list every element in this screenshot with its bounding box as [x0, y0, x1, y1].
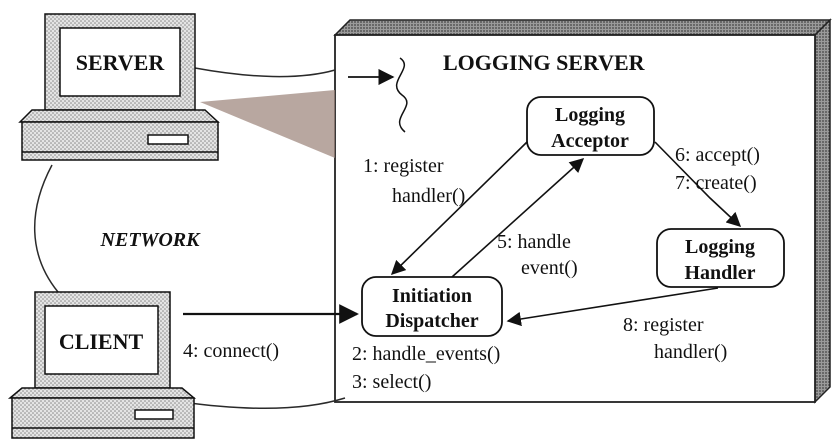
- server-client-link: [34, 164, 59, 293]
- step-1-line-2: handler(): [392, 185, 465, 207]
- box-side-shade: [814, 18, 831, 404]
- handler-box: [656, 228, 785, 288]
- server-screen: [59, 27, 181, 97]
- initiation-dispatcher: Initiation Dispatcher: [361, 276, 503, 337]
- network-label: NETWORK: [100, 229, 202, 251]
- arrow-register-handler-1: [390, 141, 528, 276]
- arrow-register-handler-8: [506, 287, 719, 327]
- step-6: 6: accept(): [675, 144, 760, 166]
- dispatcher-line-1: Initiation: [392, 285, 472, 307]
- step-5-line-2: event(): [521, 257, 578, 279]
- server-computer: [18, 13, 220, 161]
- logging-handler: Logging Handler: [656, 228, 785, 288]
- step-8-line-1: 8: register: [623, 314, 704, 336]
- handler-line-1: Logging: [685, 236, 755, 258]
- acceptor-line-1: Logging: [555, 104, 625, 126]
- client-computer: [7, 291, 197, 439]
- network-links: [34, 67, 346, 410]
- step-1-line-1: 1: register: [363, 155, 444, 177]
- box-top-shade: [333, 19, 832, 36]
- step-7: 7: create(): [675, 172, 757, 194]
- server-top-link: [194, 67, 336, 78]
- step-5-line-1: 5: handle: [497, 231, 571, 253]
- handler-line-2: Handler: [684, 262, 755, 284]
- step-4: 4: connect(): [183, 340, 279, 362]
- logging-acceptor: Logging Acceptor: [526, 96, 655, 156]
- logging-server-title: LOGGING SERVER: [443, 50, 646, 75]
- step-8-line-2: handler(): [654, 341, 727, 363]
- client-base-top: [7, 387, 197, 399]
- server-drive-slot: [147, 134, 189, 145]
- step-2: 2: handle_events(): [352, 343, 500, 365]
- client-bottom-link: [181, 397, 346, 410]
- acceptor-box: [526, 96, 655, 156]
- dispatcher-box: [361, 276, 503, 337]
- arrow-handle-event-5: [451, 158, 585, 278]
- dispatcher-line-2: Dispatcher: [385, 310, 478, 332]
- interaction-arrows: [183, 141, 742, 327]
- server-label: SERVER: [76, 50, 166, 75]
- client-screen: [44, 305, 159, 375]
- thread-icon: [348, 57, 408, 133]
- arrow-create-7: [654, 141, 742, 227]
- server-connection-wedge: [200, 90, 335, 158]
- client-drive-slot: [134, 409, 174, 420]
- server-base-top: [18, 109, 220, 123]
- acceptor-line-2: Acceptor: [551, 130, 629, 152]
- client-label: CLIENT: [59, 329, 144, 354]
- step-3: 3: select(): [352, 371, 431, 393]
